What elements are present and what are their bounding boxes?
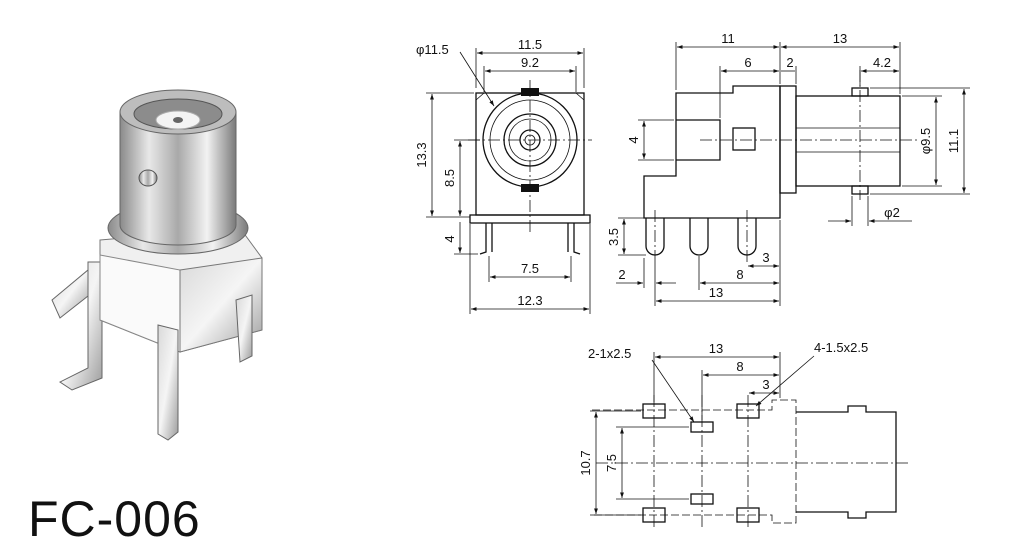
- pcb-outer-spacing-label: 10.7: [578, 450, 593, 475]
- pcb-large-pad-callout: 4-1.5x2.5: [814, 340, 868, 355]
- pcb-layout-drawing: 13 8 3 2-1x2.5 4-1.5x2.5 10.7 7.5: [578, 340, 910, 530]
- side-overall-height-label: 11.1: [946, 129, 961, 153]
- side-flange-offset-label: 6: [744, 55, 751, 70]
- side-view-drawing: 11 13 6 2 4.2 4 φ9.5 11.1: [606, 31, 970, 306]
- front-center-height-label: 8.5: [442, 169, 457, 187]
- front-pin-length-label: 4: [442, 235, 457, 242]
- front-width-label: 11.5: [518, 37, 542, 52]
- side-pin-pitch3-label: 3: [762, 250, 769, 265]
- side-pin-pitch8-label: 8: [736, 267, 743, 282]
- side-pin-length-label: 3.5: [606, 228, 621, 246]
- side-step-height-label: 4: [626, 136, 641, 143]
- side-barrel-length-label: 13: [833, 31, 847, 46]
- front-diameter-label: φ11.5: [416, 42, 449, 57]
- pcb-pitch8-label: 8: [736, 359, 743, 374]
- side-body-length-label: 11: [721, 31, 735, 46]
- side-barrel-diameter-label: φ9.5: [918, 128, 933, 155]
- side-flange-width-label: 2: [786, 55, 793, 70]
- front-base-width-label: 12.3: [517, 293, 542, 308]
- front-inner-width-label: 9.2: [521, 55, 539, 70]
- side-pin-span-label: 13: [709, 285, 723, 300]
- connector-photo: [51, 89, 263, 441]
- pcb-pitch3-label: 3: [762, 377, 769, 392]
- pcb-inner-spacing-label: 7.5: [604, 454, 619, 472]
- front-view-drawing: 11.5 9.2 φ11.5 13.3 8.5 4 7.5 12.3: [414, 37, 592, 314]
- front-pin-spacing-label: 7.5: [521, 261, 539, 276]
- side-stud-diameter-label: φ2: [884, 205, 900, 220]
- side-pin-edge-label: 2: [618, 267, 625, 282]
- side-stud-offset-label: 4.2: [873, 55, 891, 70]
- product-model-title: FC-006: [28, 491, 201, 547]
- pcb-span-label: 13: [709, 341, 723, 356]
- front-height-label: 13.3: [414, 142, 429, 167]
- pcb-small-pad-callout: 2-1x2.5: [588, 346, 631, 361]
